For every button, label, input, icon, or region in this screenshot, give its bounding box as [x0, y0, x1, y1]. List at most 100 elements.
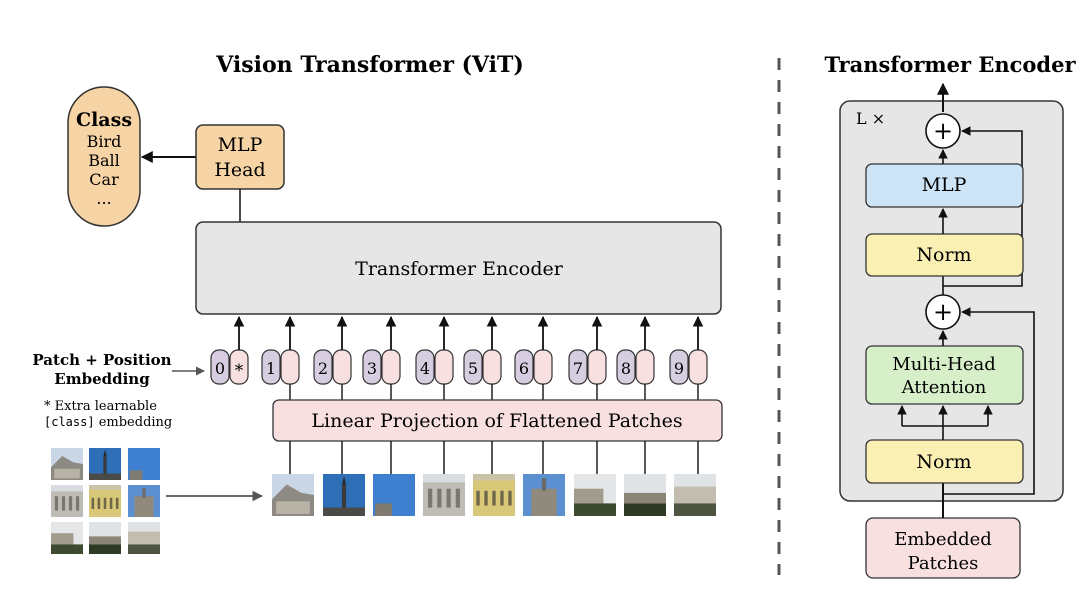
source-cell-hedge-garden: [51, 522, 83, 554]
source-cell-blue-sky-building: [128, 485, 160, 517]
plus-symbol-2: +: [933, 117, 953, 145]
patch-embedding-pill: [587, 349, 607, 385]
position-index: 1: [266, 359, 276, 378]
class-item-ellipsis: ...: [96, 189, 111, 208]
patch-image-sky-spire: [323, 474, 365, 516]
patch-row: [272, 441, 716, 516]
norm-label-top: Norm: [916, 244, 971, 266]
multi-head-attention-box: Multi-Head Attention: [865, 345, 1024, 405]
patch-embedding-pill: [688, 349, 708, 385]
position-index: 5: [468, 359, 478, 378]
residual-connection-2: [943, 126, 1023, 287]
patch-image-courtyard: [674, 474, 716, 516]
position-index: 6: [519, 359, 529, 378]
position-embedding-pill: [210, 349, 230, 385]
token-9: 9: [669, 315, 708, 400]
source-cell-palace-facade: [51, 485, 83, 517]
add-node-2: +: [925, 113, 961, 149]
patch-embedding-pill: [332, 349, 352, 385]
position-embedding-pill: [415, 349, 435, 385]
class-item-ball: Ball: [88, 151, 120, 170]
mlp-head-line2: Head: [214, 159, 265, 181]
source-cell-blue-sky-tower: [128, 448, 160, 480]
linear-projection-box: Linear Projection of Flattened Patches: [272, 399, 723, 442]
patch-embedding-pill: [434, 349, 454, 385]
add-node-1: +: [925, 294, 961, 330]
position-embedding-pill: [261, 349, 281, 385]
token-4: 4: [415, 315, 454, 400]
mlp-head-box: MLP Head: [195, 124, 285, 190]
source-cell-garden-path: [89, 522, 121, 554]
token-1: 1: [261, 315, 300, 400]
residual-connection-1: [943, 307, 1035, 495]
token-7: 7: [568, 315, 607, 400]
source-cell-yellow-facade: [89, 485, 121, 517]
position-index: 3: [367, 359, 377, 378]
extra-note-text: embedding: [95, 415, 173, 430]
patch-embedding-pill: [381, 349, 401, 385]
vit-title: Vision Transformer (ViT): [215, 52, 524, 78]
mha-line1: Multi-Head: [892, 354, 995, 375]
patch-image-garden-path: [624, 474, 666, 516]
mha-line2: Attention: [901, 377, 987, 398]
embedded-line1: Embedded: [894, 529, 992, 550]
patch-image-blue-sky-tower: [373, 474, 415, 516]
patch-embed-label-line2: Embedding: [54, 370, 150, 388]
position-index: 9: [674, 359, 684, 378]
patch-image-palace-facade: [423, 474, 465, 516]
position-embedding-pill: [362, 349, 382, 385]
repeat-label: L ×: [856, 109, 885, 128]
position-index: 8: [621, 359, 631, 378]
patch-image-palace-roof: [272, 474, 314, 516]
source-cell-sky-spire: [89, 448, 121, 480]
class-item-car: Car: [89, 170, 119, 189]
patch-embedding-pill: [482, 349, 502, 385]
linear-projection-label: Linear Projection of Flattened Patches: [311, 410, 682, 432]
embedded-line2: Patches: [908, 553, 979, 574]
position-index: 4: [420, 359, 430, 378]
embedded-patches-box: Embedded Patches: [865, 517, 1021, 579]
patch-embedding-pill: [533, 349, 553, 385]
source-cell-palace-roof: [51, 448, 83, 480]
position-index: 0: [215, 359, 225, 378]
token-3: 3: [362, 315, 401, 400]
extra-note-line1: * Extra learnable: [44, 399, 157, 414]
extra-note-line2: [class] embedding: [44, 415, 172, 430]
norm-box-top: Norm: [865, 233, 1024, 277]
encoder-detail-title: Transformer Encoder: [824, 52, 1076, 77]
position-embedding-pill: [463, 349, 483, 385]
mlp-box: MLP: [865, 163, 1024, 208]
transformer-encoder-box: Transformer Encoder: [195, 221, 722, 315]
patch-image-yellow-facade: [473, 474, 515, 516]
token-2: 2: [313, 315, 352, 400]
norm-label-bottom: Norm: [916, 451, 971, 473]
position-embedding-pill: [514, 349, 534, 385]
extra-note-code: [class]: [44, 415, 95, 429]
mlp-label: MLP: [922, 174, 967, 196]
class-title: Class: [76, 109, 132, 131]
class-token-star: *: [235, 361, 244, 381]
transformer-encoder-label: Transformer Encoder: [355, 258, 564, 280]
patch-image-hedge-garden: [574, 474, 616, 516]
position-embedding-pill: [669, 349, 689, 385]
class-item-bird: Bird: [87, 132, 122, 151]
position-embedding-pill: [616, 349, 636, 385]
source-image-grid: [51, 448, 160, 554]
norm-box-bottom: Norm: [865, 439, 1024, 484]
position-embedding-pill: [568, 349, 588, 385]
patch-embedding-pill: [280, 349, 300, 385]
token-0: 0*: [210, 315, 249, 385]
source-cell-courtyard: [128, 522, 160, 554]
position-index: 7: [573, 359, 583, 378]
plus-symbol-1: +: [933, 298, 953, 326]
token-6: 6: [514, 315, 553, 400]
patch-embed-label-line1: Patch + Position: [32, 351, 171, 369]
position-index: 2: [318, 359, 328, 378]
token-8: 8: [616, 315, 655, 400]
patch-embedding-pill: [635, 349, 655, 385]
class-output-box: Class Bird Ball Car ...: [67, 86, 141, 227]
mlp-head-line1: MLP: [218, 134, 263, 156]
token-5: 5: [463, 315, 502, 400]
